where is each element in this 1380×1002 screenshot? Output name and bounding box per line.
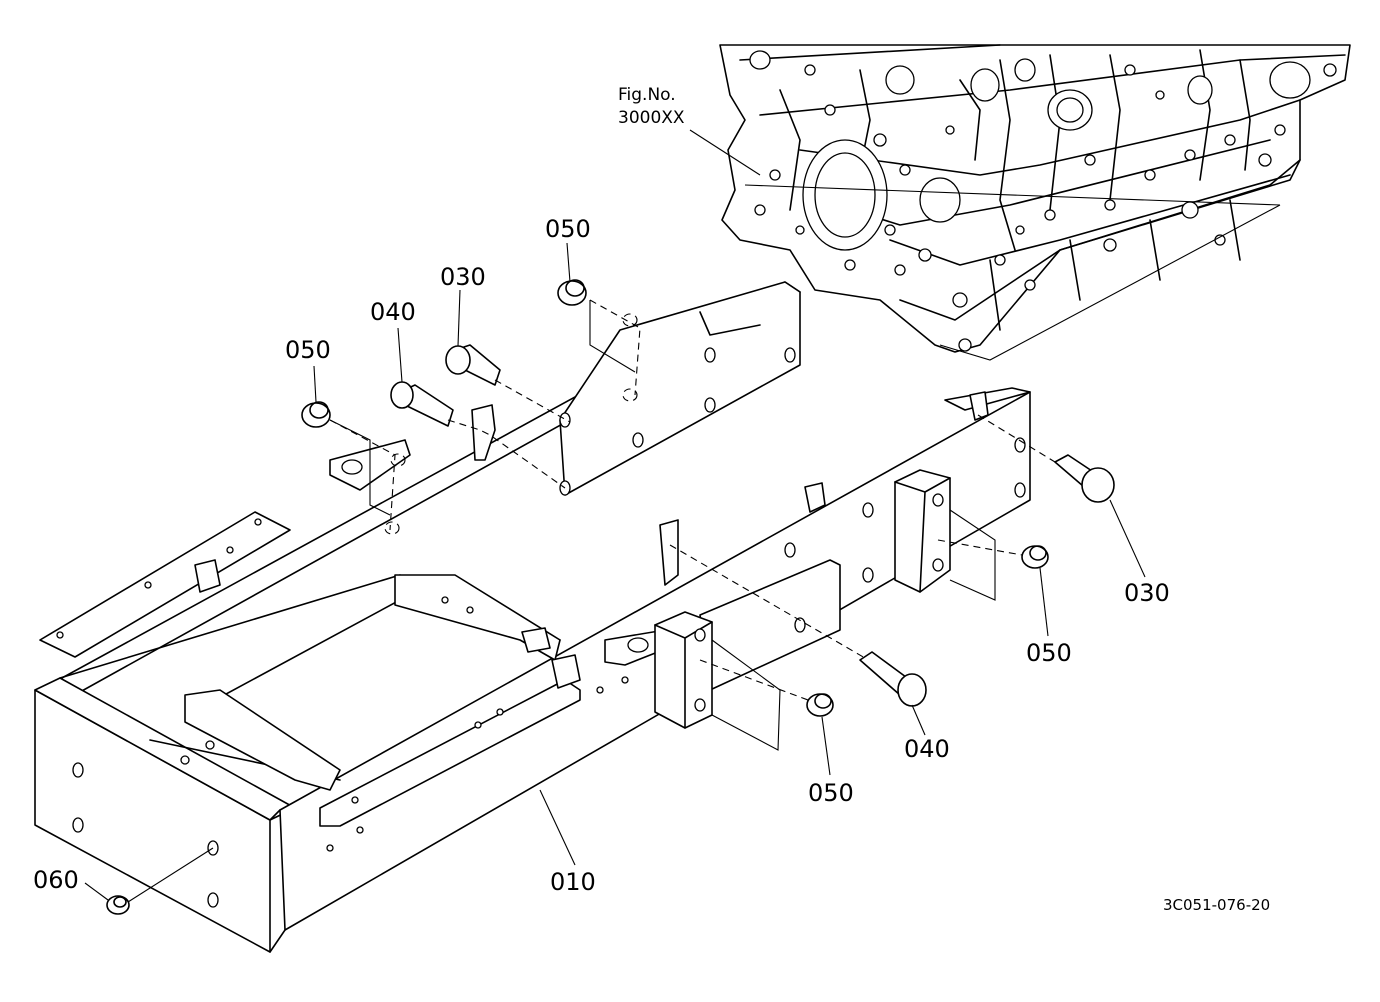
leader-lines (84, 129, 1146, 901)
callout-030-top: 030 (440, 263, 486, 291)
cushion-050-top-center (557, 279, 587, 306)
cushion-050-right (1021, 545, 1049, 569)
frame-010 (34, 281, 1031, 953)
figure-ref-line2: 3000XX (618, 108, 685, 128)
figure-ref-line1: Fig.No. (618, 85, 676, 105)
callout-050-top-left: 050 (285, 336, 331, 364)
engine-block (719, 44, 1351, 361)
callout-050-right: 050 (1026, 639, 1072, 667)
bolt-040-top (390, 381, 454, 427)
callout-060-plug: 060 (33, 866, 79, 894)
bolt-030-right (1054, 454, 1115, 503)
bolt-040-bottom (859, 651, 927, 707)
labels: Fig.No. 3000XX 050 030 040 050 030 050 0… (33, 85, 1270, 914)
callout-030-right: 030 (1124, 579, 1170, 607)
callout-050-top-center: 050 (545, 215, 591, 243)
callout-040-top: 040 (370, 298, 416, 326)
callout-040-bottom: 040 (904, 735, 950, 763)
cushion-050-bottom (806, 693, 834, 717)
assembly-lines (127, 299, 1056, 903)
cushion-050-top-left (301, 401, 331, 428)
callout-050-bottom: 050 (808, 779, 854, 807)
drawing-code: 3C051-076-20 (1163, 896, 1270, 914)
bolt-030-top (445, 344, 501, 386)
callout-010-frame: 010 (550, 868, 596, 896)
plug-060 (106, 895, 130, 915)
